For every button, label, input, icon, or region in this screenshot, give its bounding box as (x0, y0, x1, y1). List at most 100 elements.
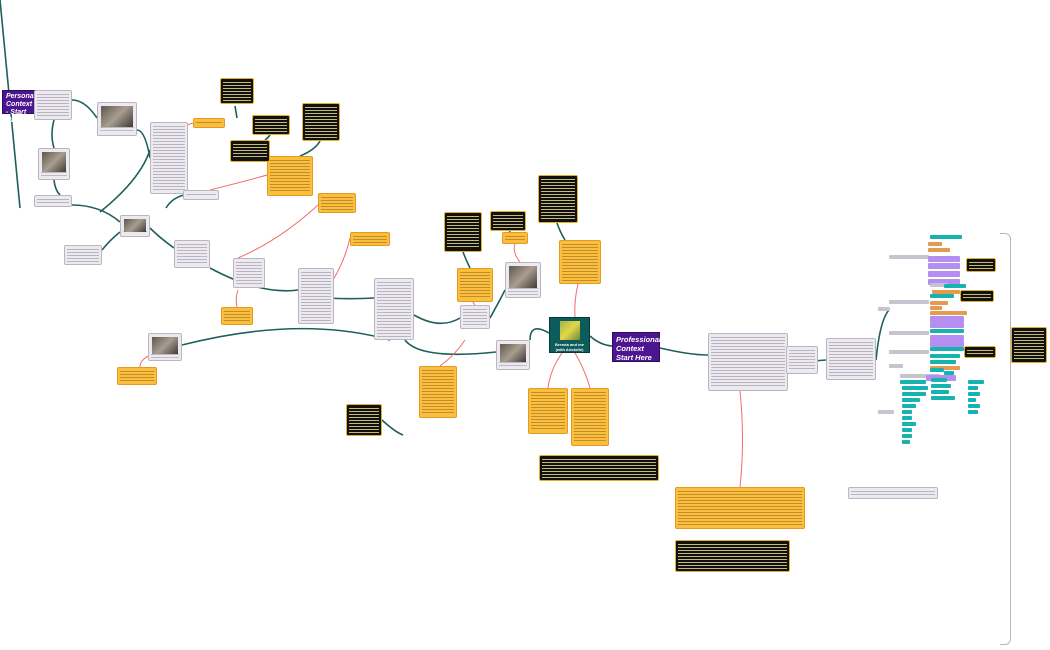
mindmap-node[interactable] (928, 242, 942, 246)
mindmap-node[interactable] (878, 410, 894, 414)
note-black[interactable] (964, 346, 996, 358)
mindmap-node[interactable] (900, 374, 940, 378)
mindmap-node[interactable] (930, 335, 964, 341)
mindmap-node[interactable] (968, 404, 980, 408)
mindmap-node[interactable] (902, 416, 912, 420)
mindmap-node[interactable] (930, 235, 962, 239)
mindmap-node[interactable] (930, 347, 964, 351)
text-card[interactable] (374, 278, 414, 340)
mindmap-node[interactable] (889, 331, 929, 335)
text-card[interactable] (64, 245, 102, 265)
mindmap-node[interactable] (902, 434, 912, 438)
text-card[interactable] (183, 190, 219, 200)
mindmap-node[interactable] (928, 279, 960, 285)
mindmap-node[interactable] (930, 354, 960, 358)
note-orange[interactable] (528, 388, 568, 434)
mindmap-node[interactable] (930, 366, 960, 370)
text-card[interactable] (460, 305, 490, 329)
note-black[interactable] (966, 258, 996, 272)
mindmap-node[interactable] (902, 398, 920, 402)
mindmap-node[interactable] (930, 360, 956, 364)
mindmap-node[interactable] (902, 410, 912, 414)
mindmap-node[interactable] (968, 386, 978, 390)
note-black[interactable] (302, 103, 340, 141)
note-black[interactable] (444, 212, 482, 252)
mindmap-node[interactable] (889, 300, 929, 304)
mindmap-node[interactable] (930, 322, 964, 328)
mindmap-node[interactable] (902, 422, 916, 426)
mindmap-node[interactable] (932, 290, 960, 294)
photo-card[interactable] (38, 148, 70, 180)
mindmap-node[interactable] (902, 440, 910, 444)
note-orange[interactable] (318, 193, 356, 213)
mindmap-node[interactable] (930, 341, 964, 347)
note-orange[interactable] (117, 367, 157, 385)
mindmap-node[interactable] (931, 384, 951, 388)
mindmap-node[interactable] (889, 350, 929, 354)
mindmap-node[interactable] (930, 329, 964, 333)
mindmap-node[interactable] (902, 428, 912, 432)
mindmap-node[interactable] (930, 368, 944, 372)
mindmap-node[interactable] (930, 311, 948, 315)
mindmap-node[interactable] (931, 390, 949, 394)
note-orange[interactable] (559, 240, 601, 284)
text-card[interactable] (34, 195, 72, 207)
mindmap-node[interactable] (878, 307, 890, 311)
mindmap-node[interactable] (968, 392, 980, 396)
photo-card[interactable] (97, 102, 137, 136)
note-black[interactable] (675, 540, 790, 572)
note-black[interactable] (252, 115, 290, 135)
mindmap-node[interactable] (930, 316, 964, 322)
personal-context-label[interactable]: Personal Context - Start HERE (2, 90, 38, 124)
note-orange[interactable] (267, 156, 313, 196)
mindmap-node[interactable] (930, 283, 948, 287)
text-card[interactable] (708, 333, 788, 391)
mindmap-node[interactable] (931, 378, 947, 382)
note-orange[interactable] (350, 232, 390, 246)
note-orange[interactable] (571, 388, 609, 446)
note-black[interactable] (960, 290, 994, 302)
mindmap-node[interactable] (928, 248, 950, 252)
text-card[interactable] (34, 90, 72, 120)
text-card[interactable] (150, 122, 188, 194)
note-black[interactable] (1011, 327, 1047, 363)
text-card[interactable] (233, 258, 265, 288)
note-orange[interactable] (193, 118, 225, 128)
mindmap-node[interactable] (947, 311, 967, 315)
mindmap-node[interactable] (944, 284, 966, 288)
mindmap-node[interactable] (930, 306, 942, 310)
note-black[interactable] (230, 140, 270, 162)
text-card[interactable] (826, 338, 876, 380)
text-card[interactable] (298, 268, 334, 324)
mindmap-node[interactable] (900, 380, 926, 384)
mindmap-node[interactable] (930, 294, 954, 298)
text-card[interactable] (848, 487, 938, 499)
photo-card[interactable] (496, 340, 530, 370)
mindmap-node[interactable] (968, 398, 976, 402)
photo-card[interactable] (505, 262, 541, 298)
mindmap-node[interactable] (968, 380, 984, 384)
note-orange[interactable] (675, 487, 805, 529)
mindmap-node[interactable] (902, 404, 916, 408)
professional-context-label[interactable]: Professional Context Start Here (612, 332, 661, 362)
mindmap-node[interactable] (928, 263, 960, 269)
mindmap-node[interactable] (968, 410, 978, 414)
mindmap-node[interactable] (931, 396, 955, 400)
mindmap-node[interactable] (889, 364, 903, 368)
photo-card[interactable] (148, 333, 182, 361)
mindmap-node[interactable] (944, 371, 954, 375)
mindmap-node[interactable] (902, 392, 926, 396)
note-orange[interactable] (221, 307, 253, 325)
photo-card[interactable] (120, 215, 150, 237)
text-card[interactable] (174, 240, 210, 268)
center-photo-node[interactable]: Brenda and me (with Aristotle) (549, 317, 590, 353)
mindmap-node[interactable] (889, 255, 929, 259)
text-card[interactable] (786, 346, 818, 374)
note-orange[interactable] (419, 366, 457, 418)
note-black[interactable] (538, 175, 578, 223)
mindmap-node[interactable] (902, 386, 928, 390)
mindmap-node[interactable] (930, 301, 948, 305)
note-black[interactable] (539, 455, 659, 481)
mindmap-node[interactable] (928, 256, 960, 262)
